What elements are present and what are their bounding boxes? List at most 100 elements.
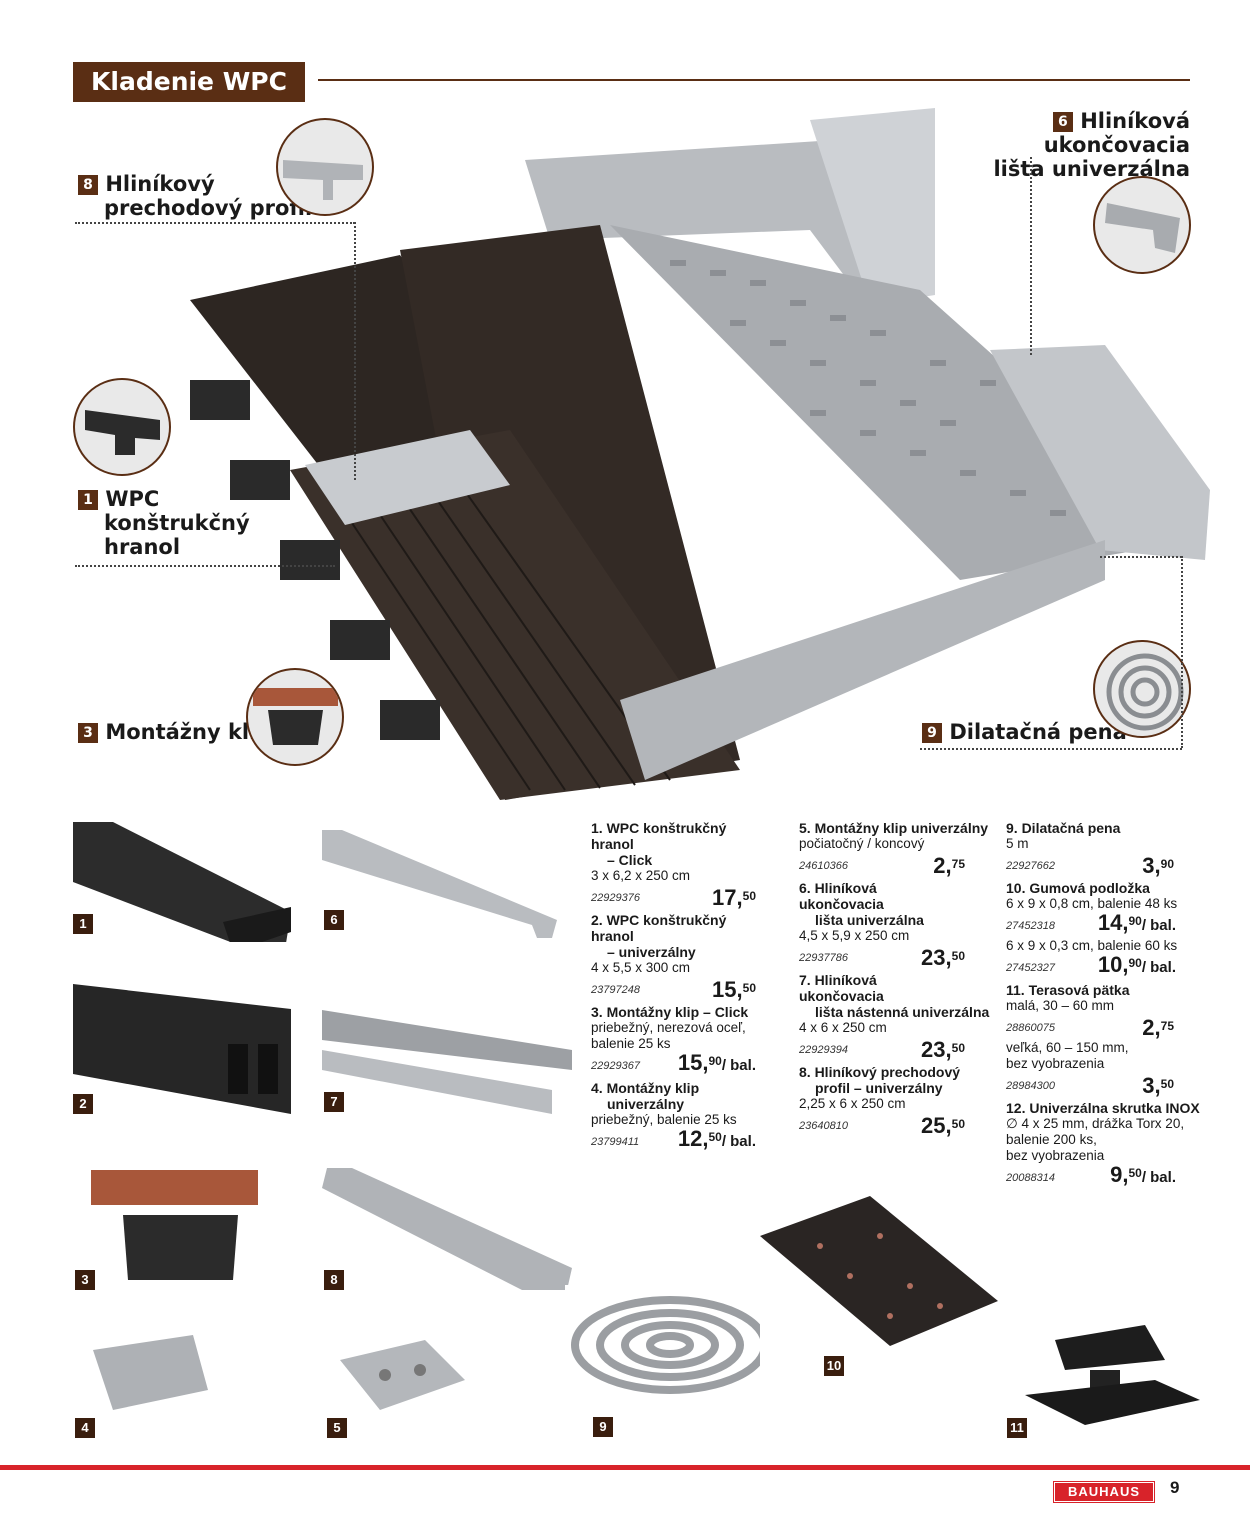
product-9-code: 22927662 [1006, 860, 1055, 872]
product-7-title2: lišta nástenná univerzálna [815, 1004, 990, 1020]
product-1-price: 17,50 [712, 886, 756, 910]
product-10-price-b-cents: 90 [1128, 956, 1142, 970]
product-8-title2: profil – univerzálny [815, 1080, 943, 1096]
callout-1-line3: hranol [104, 535, 181, 559]
callout-9-line1: Dilatačná pena [949, 720, 1127, 744]
product-12-desc: ∅ 4 x 25 mm, drážka Torx 20, [1006, 1116, 1185, 1131]
product-12-price-unit: / bal. [1141, 1169, 1176, 1186]
callout-8-line2: prechodový profil [104, 196, 313, 220]
product-6-price: 23,50 [921, 946, 965, 970]
product-11-price-b-main: 3, [1142, 1073, 1161, 1098]
thumb-8-number: 8 [324, 1270, 344, 1290]
thumb-11: 11 [1005, 1300, 1205, 1438]
product-1-price-main: 17, [712, 885, 743, 910]
product-7-dims: 4 x 6 x 250 cm [799, 1020, 887, 1035]
product-4-price: 12,50/ bal. [678, 1127, 756, 1154]
thumb-10: 10 [760, 1196, 1000, 1376]
product-2-price-cents: 50 [742, 981, 756, 995]
product-12-price-cents: 50 [1128, 1166, 1142, 1180]
thumb-1-number: 1 [73, 914, 93, 934]
product-5-title: 5. Montážny klip univerzálny [799, 820, 989, 836]
thumb-8: 8 [322, 1168, 572, 1290]
product-2: 2. WPC konštrukčný hranol – univerzálny … [591, 912, 756, 1002]
product-10-price-b: 10,90/ bal. [1098, 953, 1176, 980]
product-4-price-cents: 50 [708, 1130, 722, 1144]
page-title: Kladenie WPC terasy [73, 62, 305, 136]
callout-3: 3 Montážny klip [78, 720, 271, 744]
product-3-code: 22929367 [591, 1060, 640, 1072]
product-7-price: 23,50 [921, 1038, 965, 1062]
callout-6-leader [1030, 157, 1032, 355]
product-5: 5. Montážny klip univerzálny počiatočný … [799, 820, 989, 878]
callout-8-leader-h [75, 222, 355, 224]
product-6-dims: 4,5 x 5,9 x 250 cm [799, 928, 910, 943]
product-12-desc3: bez vyobrazenia [1006, 1148, 1105, 1163]
product-8: 8. Hliníkový prechodový profil – univerz… [799, 1064, 965, 1138]
product-11-desc: malá, 30 – 60 mm [1006, 998, 1115, 1013]
thumb-1: 1 [73, 822, 291, 962]
product-1-dims: 3 x 6,2 x 250 cm [591, 868, 691, 883]
thumb-5: 5 [325, 1330, 470, 1438]
callout-8-line1: Hliníkový [105, 172, 215, 196]
product-11-desc-b: veľká, 60 – 150 mm, [1006, 1040, 1129, 1055]
product-2-price: 15,50 [712, 978, 756, 1002]
callout-8: 8 Hliníkový prechodový profil [78, 172, 312, 220]
product-4-title: 4. Montážny klip [591, 1080, 700, 1096]
product-6: 6. Hliníková ukončovacia lišta univerzál… [799, 880, 965, 970]
callout-3-line1: Montážny klip [105, 720, 272, 744]
product-10-code: 27452318 [1006, 920, 1055, 932]
product-12-desc2: balenie 200 ks, [1006, 1132, 1097, 1147]
product-11-price-cents: 75 [1160, 1019, 1174, 1033]
product-9-price-main: 3, [1142, 853, 1161, 878]
thumb-10-number: 10 [824, 1356, 844, 1376]
thumb-3-number: 3 [75, 1270, 95, 1290]
product-3-price: 15,90/ bal. [678, 1051, 756, 1078]
product-7: 7. Hliníková ukončovacia lišta nástenná … [799, 972, 990, 1062]
thumb-4: 4 [73, 1330, 213, 1438]
thumb-6-number: 6 [324, 910, 344, 930]
product-5-price-cents: 75 [951, 857, 965, 871]
thumb-2: 2 [73, 984, 291, 1114]
product-5-code: 24610366 [799, 860, 848, 872]
product-6-code: 22937786 [799, 952, 848, 964]
product-6-price-main: 23, [921, 945, 952, 970]
product-9-price-cents: 90 [1160, 857, 1174, 871]
product-2-title2: – univerzálny [607, 944, 696, 960]
product-12-code: 20088314 [1006, 1172, 1055, 1184]
thumb-7: 7 [322, 1010, 572, 1114]
product-8-title: 8. Hliníkový prechodový [799, 1064, 961, 1080]
product-2-dims: 4 x 5,5 x 300 cm [591, 960, 691, 975]
callout-1-line2: konštrukčný [104, 511, 250, 535]
product-11-code: 28860075 [1006, 1022, 1055, 1034]
callout-8-circle [276, 118, 374, 216]
product-4-desc: priebežný, balenie 25 ks [591, 1112, 737, 1127]
product-4-price-main: 12, [677, 1126, 709, 1151]
product-2-title: 2. WPC konštrukčný hranol [591, 912, 727, 944]
callout-1-leader [75, 565, 335, 567]
product-3-price-unit: / bal. [721, 1057, 756, 1074]
product-7-title: 7. Hliníková ukončovacia [799, 972, 884, 1004]
thumb-9-number: 9 [593, 1417, 613, 1437]
product-12-price: 9,50/ bal. [1110, 1163, 1176, 1190]
product-10-price-cents: 90 [1128, 914, 1142, 928]
callout-9-leader-top [1100, 556, 1182, 558]
product-10-price: 14,90/ bal. [1098, 911, 1176, 938]
product-3-title: 3. Montážny klip – Click [591, 1004, 749, 1020]
product-column-1: 1. WPC konštrukčný hranol – Click 3 x 6,… [591, 820, 756, 1154]
callout-8-badge: 8 [78, 175, 98, 195]
product-5-price-main: 2, [933, 853, 952, 878]
product-11-desc-b2: bez vyobrazenia [1006, 1056, 1105, 1071]
product-10-desc-b: 6 x 9 x 0,3 cm, balenie 60 ks [1006, 938, 1178, 953]
product-2-price-main: 15, [712, 977, 743, 1002]
product-5-price: 2,75 [933, 854, 965, 878]
header-rule [318, 79, 1190, 81]
product-6-title2: lišta univerzálna [815, 912, 924, 928]
product-3-desc2: balenie 25 ks [591, 1036, 671, 1051]
product-10: 10. Gumová podložka 6 x 9 x 0,8 cm, bale… [1006, 880, 1194, 980]
product-4-price-unit: / bal. [721, 1133, 756, 1150]
product-9-desc: 5 m [1006, 836, 1029, 851]
product-10-title: 10. Gumová podložka [1006, 880, 1150, 896]
product-column-2: 5. Montážny klip univerzálny počiatočný … [799, 820, 990, 1138]
product-1: 1. WPC konštrukčný hranol – Click 3 x 6,… [591, 820, 756, 910]
